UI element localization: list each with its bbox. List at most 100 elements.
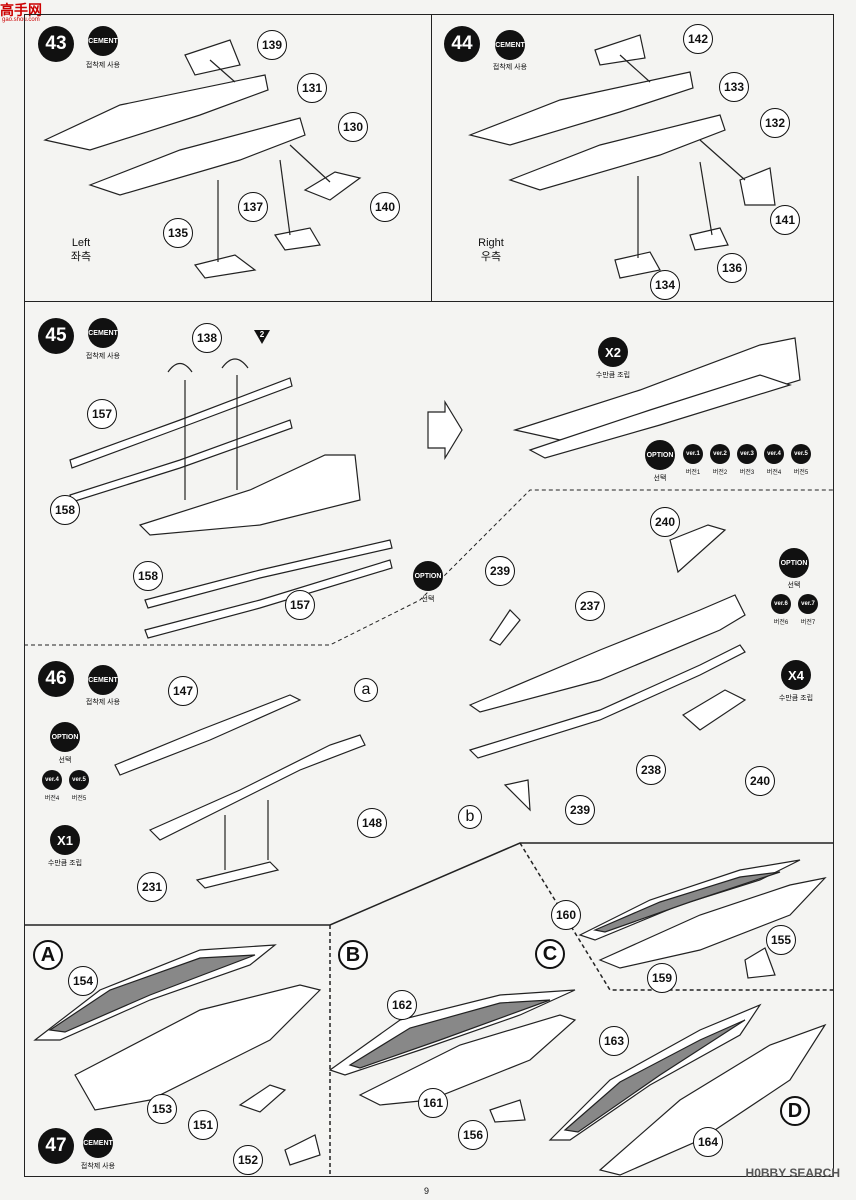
x4-badge: X4 — [781, 660, 811, 690]
cement-label: 접착제 사용 — [85, 353, 121, 360]
cement-icon: CEMENT — [88, 26, 118, 56]
cement-icon: CEMENT — [88, 665, 118, 695]
version-4-label: 버전4 — [44, 796, 60, 802]
option-icon: OPTION — [645, 440, 675, 470]
step-47-number: 47 — [38, 1128, 74, 1164]
panel-step-44 — [431, 14, 834, 302]
version-5-label: 버전5 — [71, 796, 87, 802]
callout-153: 153 — [147, 1094, 177, 1124]
version-3-label: 버전3 — [739, 470, 755, 476]
cement-label: 접착제 사용 — [85, 699, 121, 706]
callout-239: 239 — [565, 795, 595, 825]
version-5-badge: ver.5 — [69, 770, 89, 790]
option-icon: OPTION — [50, 722, 80, 752]
version-7-label: 버전7 — [800, 620, 816, 626]
variant-D-label: D — [780, 1096, 810, 1126]
page-number: 9 — [424, 1186, 430, 1196]
callout-135: 135 — [163, 218, 193, 248]
step-43-number: 43 — [38, 26, 74, 62]
version-2-badge: ver.2 — [710, 444, 730, 464]
option-label: 선택 — [421, 596, 435, 603]
cement-label: 접착제 사용 — [492, 64, 528, 71]
step-44-number: 44 — [444, 26, 480, 62]
callout-151: 151 — [188, 1110, 218, 1140]
version-4-badge: ver.4 — [764, 444, 784, 464]
version-4-label: 버전4 — [766, 470, 782, 476]
callout-141: 141 — [770, 205, 800, 235]
version-5-label: 버전5 — [793, 470, 809, 476]
callout-163: 163 — [599, 1026, 629, 1056]
callout-140: 140 — [370, 192, 400, 222]
option-label: 선택 — [58, 757, 72, 764]
side-left-ko: 좌측 — [70, 251, 92, 263]
option-label: 선택 — [653, 475, 667, 482]
version-7-badge: ver.7 — [798, 594, 818, 614]
callout-161: 161 — [418, 1088, 448, 1118]
option-icon: OPTION — [779, 548, 809, 578]
callout-156: 156 — [458, 1120, 488, 1150]
part-131-shape — [43, 74, 269, 151]
watermark: H0BBY SEARCH — [745, 1166, 840, 1180]
callout-147: 147 — [168, 676, 198, 706]
x1-label: 수만큼 조립 — [47, 860, 83, 867]
callout-138: 138 — [192, 323, 222, 353]
callout-136: 136 — [717, 253, 747, 283]
callout-164: 164 — [693, 1127, 723, 1157]
version-6-label: 버전6 — [773, 620, 789, 626]
version-5-badge: ver.5 — [791, 444, 811, 464]
x2-label: 수만큼 조립 — [595, 372, 631, 379]
version-1-label: 버전1 — [685, 470, 701, 476]
side-left-label: Left 좌측 — [58, 236, 104, 264]
callout-231: 231 — [137, 872, 167, 902]
side-right-label: Right 우측 — [468, 236, 514, 264]
option-icon: OPTION — [413, 561, 443, 591]
callout-240: 240 — [745, 766, 775, 796]
callout-238: 238 — [636, 755, 666, 785]
version-1-badge: ver.1 — [683, 444, 703, 464]
callout-132: 132 — [760, 108, 790, 138]
cement-label: 접착제 사용 — [85, 62, 121, 69]
callout-148: 148 — [357, 808, 387, 838]
callout-158: 158 — [50, 495, 80, 525]
variant-C-label: C — [535, 939, 565, 969]
callout-142: 142 — [683, 24, 713, 54]
callout-160: 160 — [551, 900, 581, 930]
step-45-number: 45 — [38, 318, 74, 354]
site-logo-sub: gao.shou.com — [2, 17, 40, 23]
version-2-label: 버전2 — [712, 470, 728, 476]
cement-icon: CEMENT — [88, 318, 118, 348]
callout-155: 155 — [766, 925, 796, 955]
side-right-en: Right — [478, 237, 504, 249]
version-4-badge: ver.4 — [42, 770, 62, 790]
cement-icon: CEMENT — [83, 1128, 113, 1158]
callout-240: 240 — [650, 507, 680, 537]
callout-130: 130 — [338, 112, 368, 142]
callout-139: 139 — [257, 30, 287, 60]
callout-162: 162 — [387, 990, 417, 1020]
x2-badge: X2 — [598, 337, 628, 367]
variant-B-label: B — [338, 940, 368, 970]
callout-157: 157 — [285, 590, 315, 620]
option-label: 선택 — [787, 582, 801, 589]
variant-A-label: A — [33, 940, 63, 970]
panel-step-45-47 — [24, 301, 834, 1177]
x4-label: 수만큼 조립 — [778, 695, 814, 702]
callout-133: 133 — [719, 72, 749, 102]
variant-a-label: a — [354, 678, 378, 702]
callout-131: 131 — [297, 73, 327, 103]
version-6-badge: ver.6 — [771, 594, 791, 614]
cement-label: 접착제 사용 — [80, 1163, 116, 1170]
callout-239: 239 — [485, 556, 515, 586]
side-right-ko: 우측 — [480, 251, 502, 263]
version-3-badge: ver.3 — [737, 444, 757, 464]
side-left-en: Left — [71, 237, 91, 249]
callout-158: 158 — [133, 561, 163, 591]
cement-icon: CEMENT — [495, 30, 525, 60]
variant-b-label: b — [458, 805, 482, 829]
callout-154: 154 — [68, 966, 98, 996]
callout-157: 157 — [87, 399, 117, 429]
callout-152: 152 — [233, 1145, 263, 1175]
callout-159: 159 — [647, 963, 677, 993]
part-130-shape — [88, 117, 306, 196]
